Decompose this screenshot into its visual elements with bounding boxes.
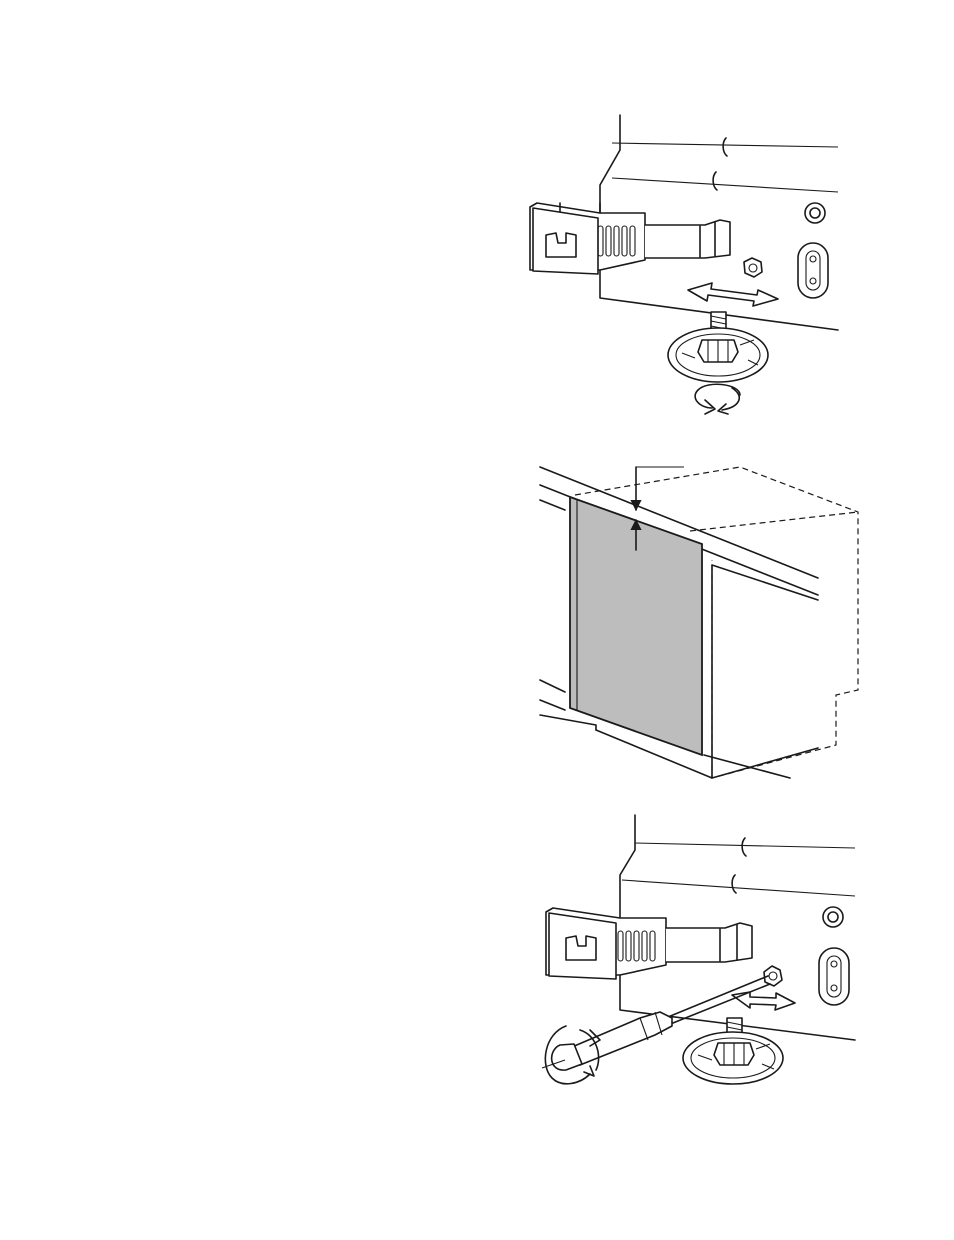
slide-arrow-icon <box>688 283 778 306</box>
figure-rear-leg-adjust <box>542 815 855 1084</box>
threaded-leg-icon <box>683 1018 783 1084</box>
threaded-leg-icon <box>668 312 768 382</box>
rotate-arrow-icon <box>695 384 740 414</box>
mounting-bracket-icon <box>546 908 752 979</box>
figure-panel-alignment <box>540 467 858 778</box>
mounting-bracket-icon <box>530 203 730 274</box>
figure-leveling-leg <box>530 115 838 414</box>
